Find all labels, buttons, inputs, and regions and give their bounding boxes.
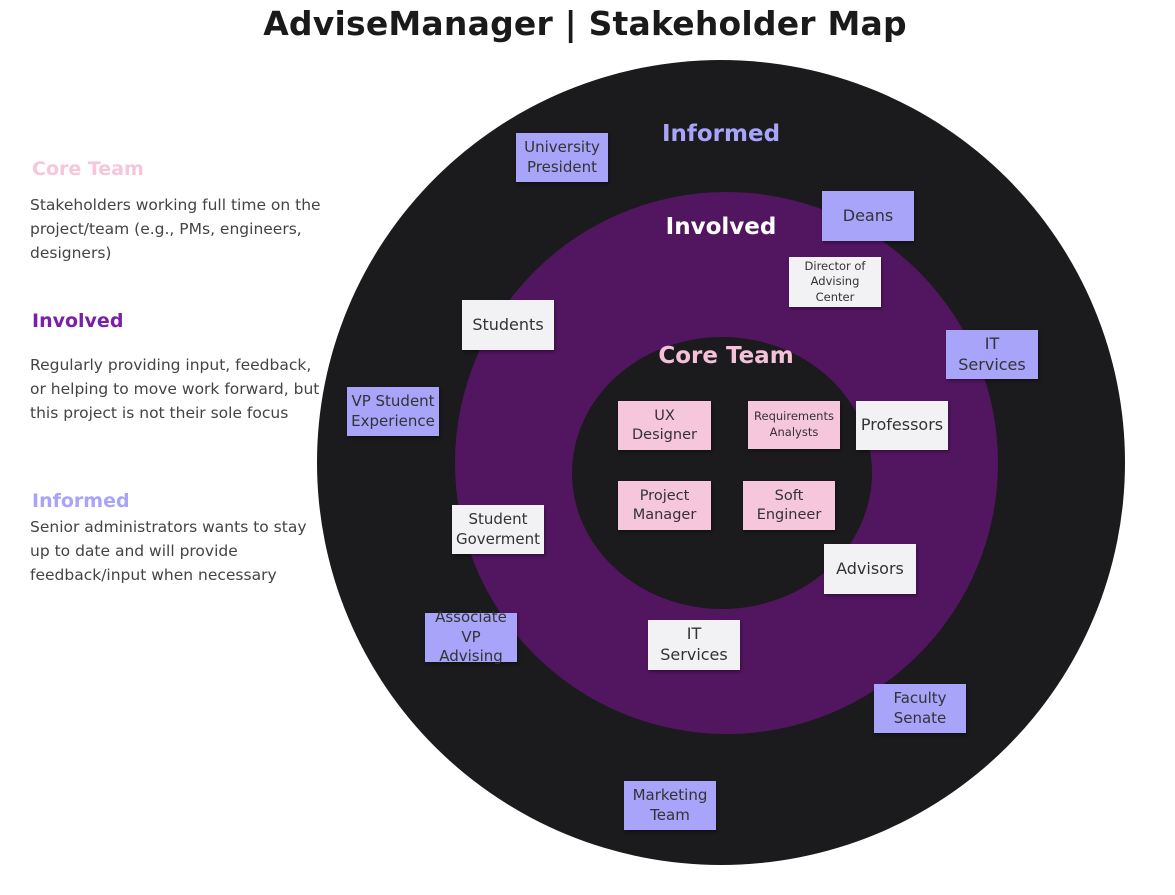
ring-label-informed: Informed <box>661 121 781 147</box>
page-title: AdviseManager | Stakeholder Map <box>263 4 907 43</box>
note-students[interactable]: Students <box>462 300 554 350</box>
core-ring <box>572 337 872 609</box>
legend-involved-heading: Involved <box>32 310 124 332</box>
ring-label-core: Core Team <box>658 343 794 369</box>
legend-core-heading: Core Team <box>32 158 144 180</box>
ring-label-involved: Involved <box>665 214 777 240</box>
note-it-services-involved[interactable]: IT Services <box>648 620 740 670</box>
legend-informed-description: Senior administrators wants to stay up t… <box>30 518 307 584</box>
note-it-services-informed[interactable]: IT Services <box>946 330 1038 379</box>
legend-core-description: Stakeholders working full time on the pr… <box>30 196 321 262</box>
legend-informed-heading: Informed <box>32 490 130 512</box>
note-professors[interactable]: Professors <box>856 401 948 450</box>
legend-involved-description: Regularly providing input, feedback, or … <box>30 356 320 422</box>
note-deans[interactable]: Deans <box>822 191 914 241</box>
note-advisors[interactable]: Advisors <box>824 544 916 594</box>
